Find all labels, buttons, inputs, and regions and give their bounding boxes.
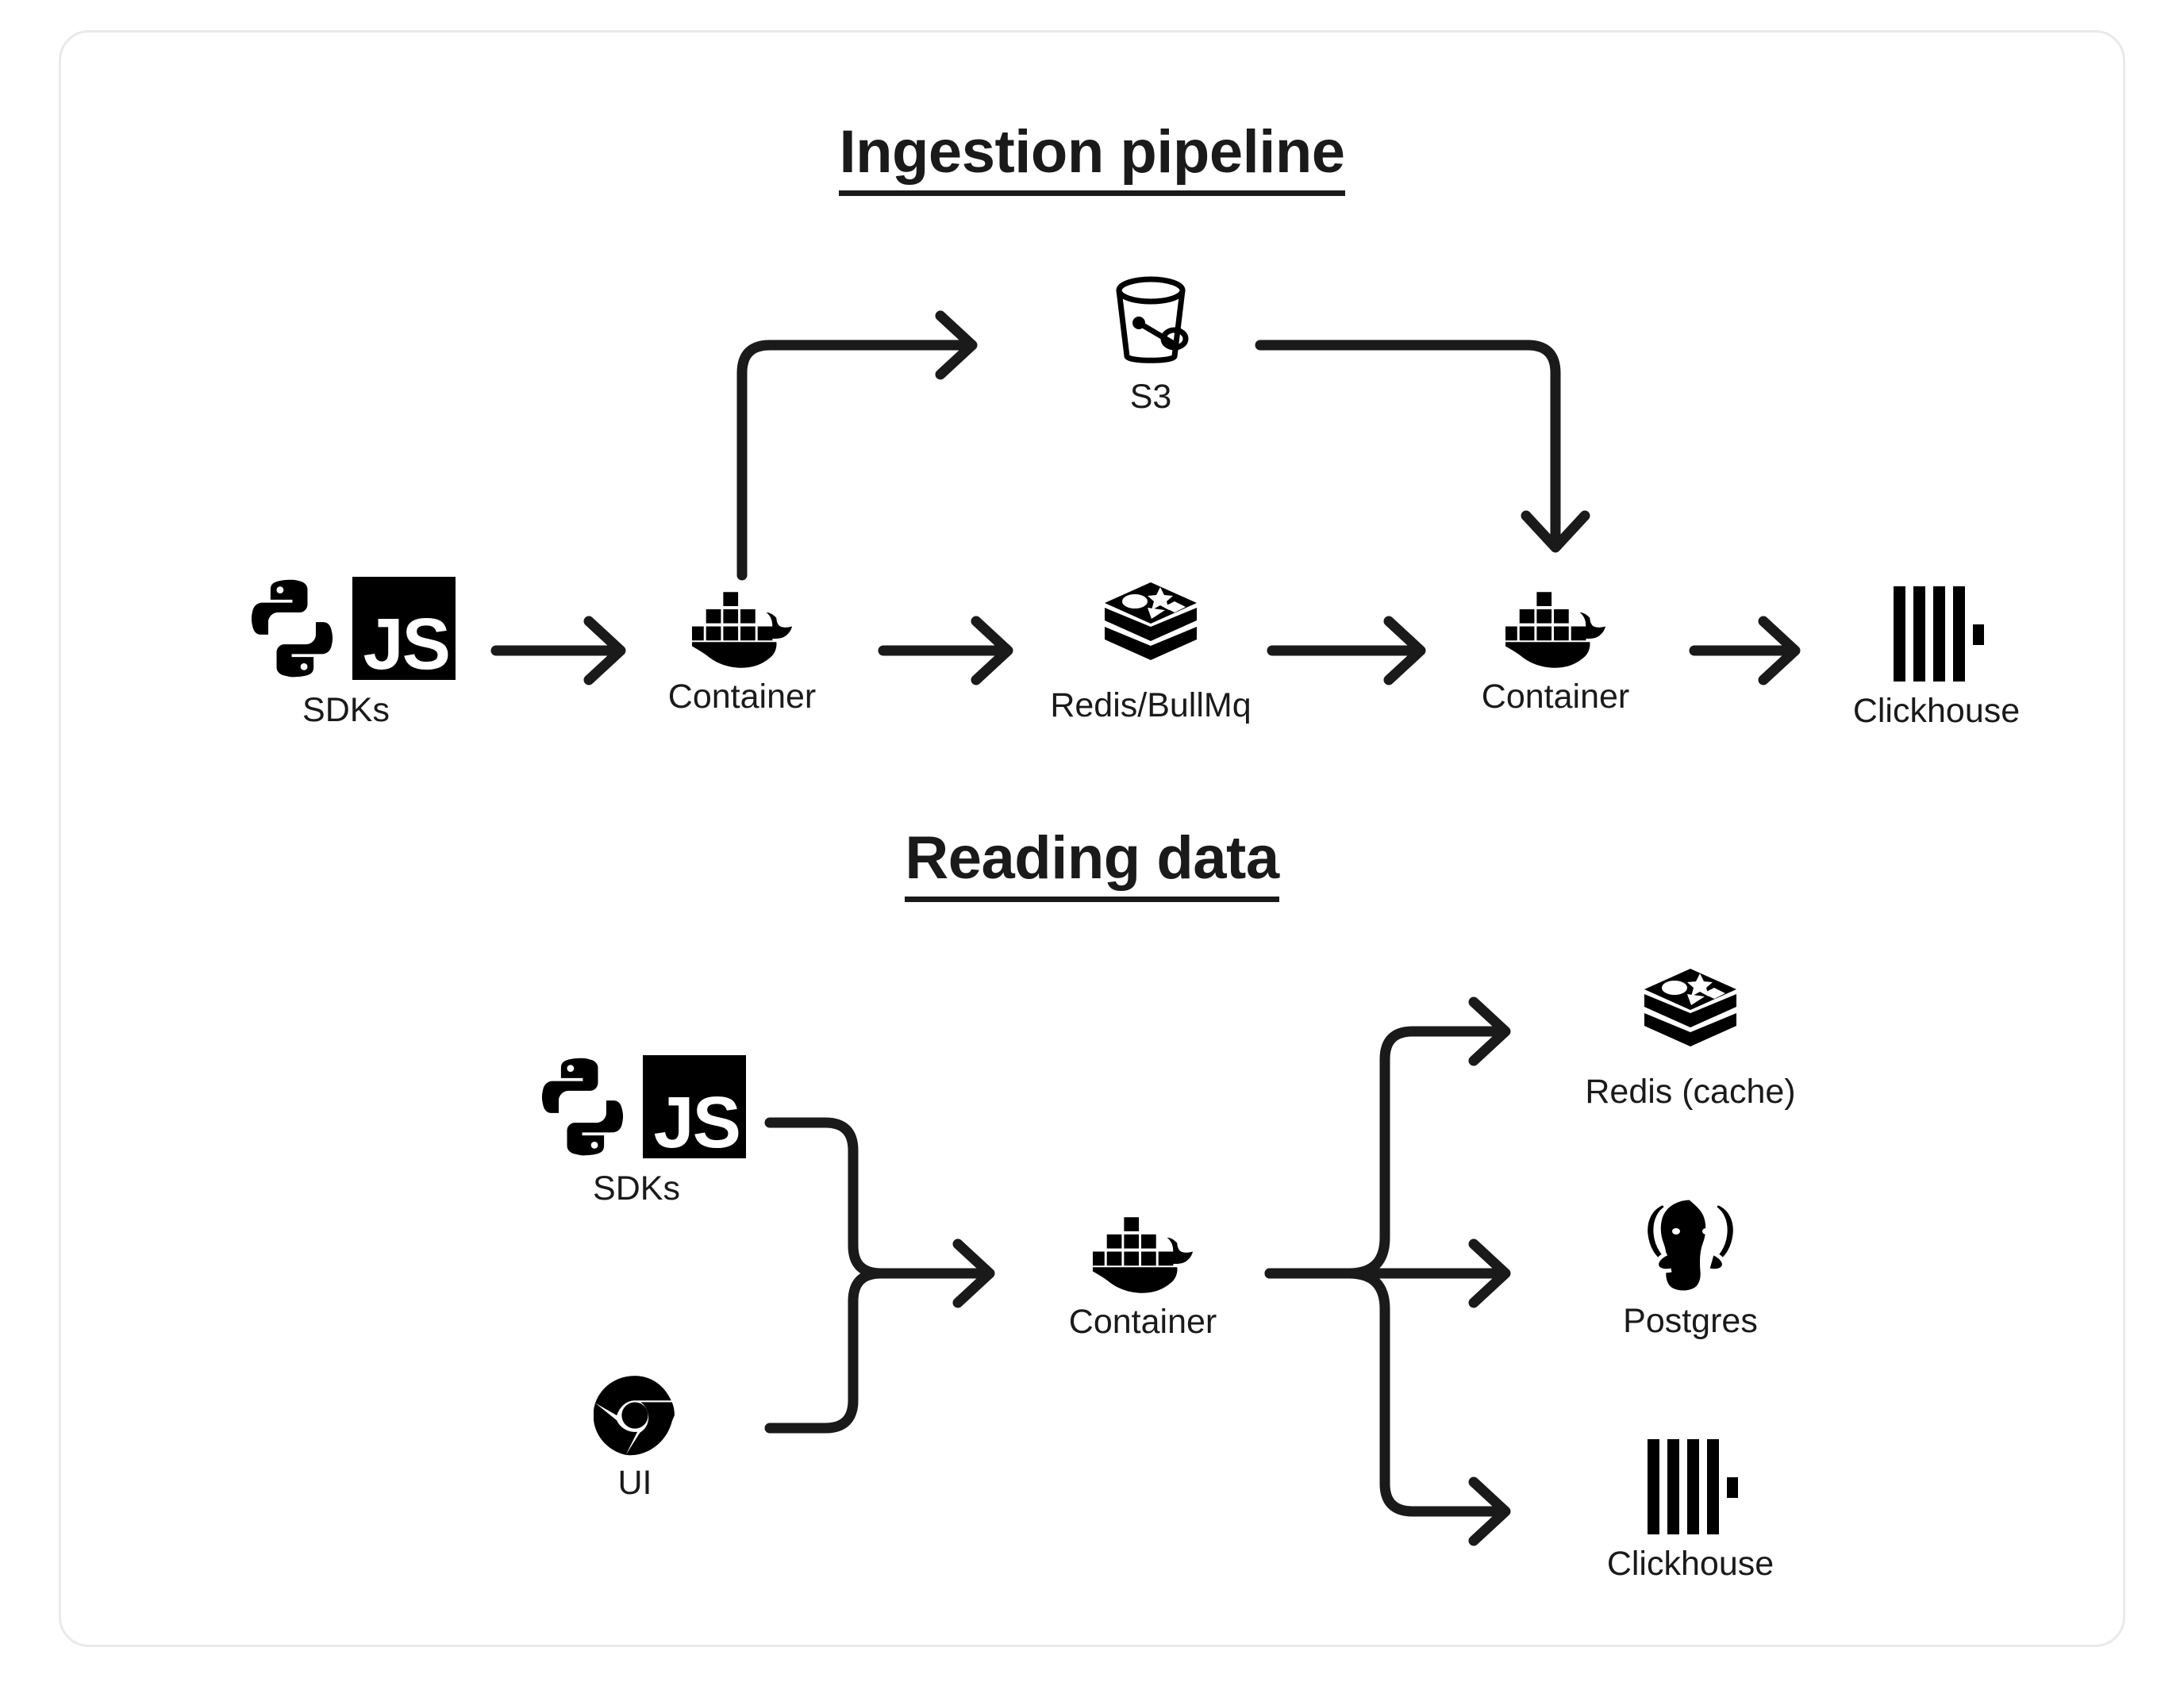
python-js-sdk-icon: JS — [527, 1051, 746, 1162]
diagram-card — [59, 30, 2125, 1647]
python-icon — [251, 579, 333, 678]
node-reading-container: Container — [1040, 1212, 1246, 1341]
node-ingestion-clickhouse: Clickhouse — [1817, 583, 2055, 730]
node-ingestion-sdks: JS SDKs — [235, 573, 457, 729]
node-ingestion-redis: Redis/BullMq — [1032, 578, 1270, 724]
node-label: Clickhouse — [1852, 692, 2021, 730]
redis-stack-icon — [1100, 578, 1202, 679]
node-label: UI — [617, 1464, 652, 1502]
node-ingestion-container1: Container — [655, 587, 829, 716]
docker-whale-icon — [1505, 587, 1605, 670]
postgres-elephant-icon — [1640, 1190, 1741, 1295]
node-label: Container — [1068, 1303, 1217, 1341]
node-reading-sdks: JS SDKs — [525, 1051, 748, 1208]
node-label: Redis (cache) — [1585, 1073, 1796, 1111]
section-title-ingestion: Ingestion pipeline — [0, 117, 2184, 196]
node-label: Postgres — [1623, 1302, 1758, 1340]
section-title-ingestion-text: Ingestion pipeline — [839, 118, 1345, 196]
docker-whale-icon — [1093, 1212, 1193, 1296]
python-js-sdk-icon: JS — [236, 573, 456, 684]
node-label: Redis/BullMq — [1050, 686, 1252, 724]
node-ingestion-container2: Container — [1468, 587, 1643, 716]
docker-whale-icon — [692, 587, 792, 670]
node-label: Clickhouse — [1606, 1545, 1774, 1583]
section-title-reading: Reading data — [0, 824, 2184, 902]
node-label: Container — [1481, 678, 1630, 716]
javascript-icon: JS — [643, 1055, 746, 1159]
node-label: SDKs — [302, 691, 390, 729]
node-reading-clickhouse: Clickhouse — [1551, 1436, 1829, 1583]
clickhouse-bars-icon — [1643, 1436, 1738, 1538]
chrome-browser-icon — [594, 1374, 676, 1457]
node-label: Container — [667, 678, 817, 716]
javascript-icon: JS — [352, 577, 456, 681]
node-ingestion-s3: S3 — [1059, 274, 1242, 416]
node-reading-redis-cache: Redis (cache) — [1544, 964, 1837, 1111]
node-reading-ui: UI — [563, 1374, 706, 1502]
clickhouse-bars-icon — [1889, 583, 1984, 685]
bucket-icon — [1104, 274, 1198, 371]
section-title-reading-text: Reading data — [905, 824, 1279, 902]
node-reading-postgres: Postgres — [1567, 1190, 1813, 1340]
python-icon — [541, 1058, 624, 1156]
node-label: SDKs — [593, 1169, 680, 1208]
node-label: S3 — [1129, 378, 1172, 416]
redis-stack-icon — [1640, 964, 1741, 1066]
